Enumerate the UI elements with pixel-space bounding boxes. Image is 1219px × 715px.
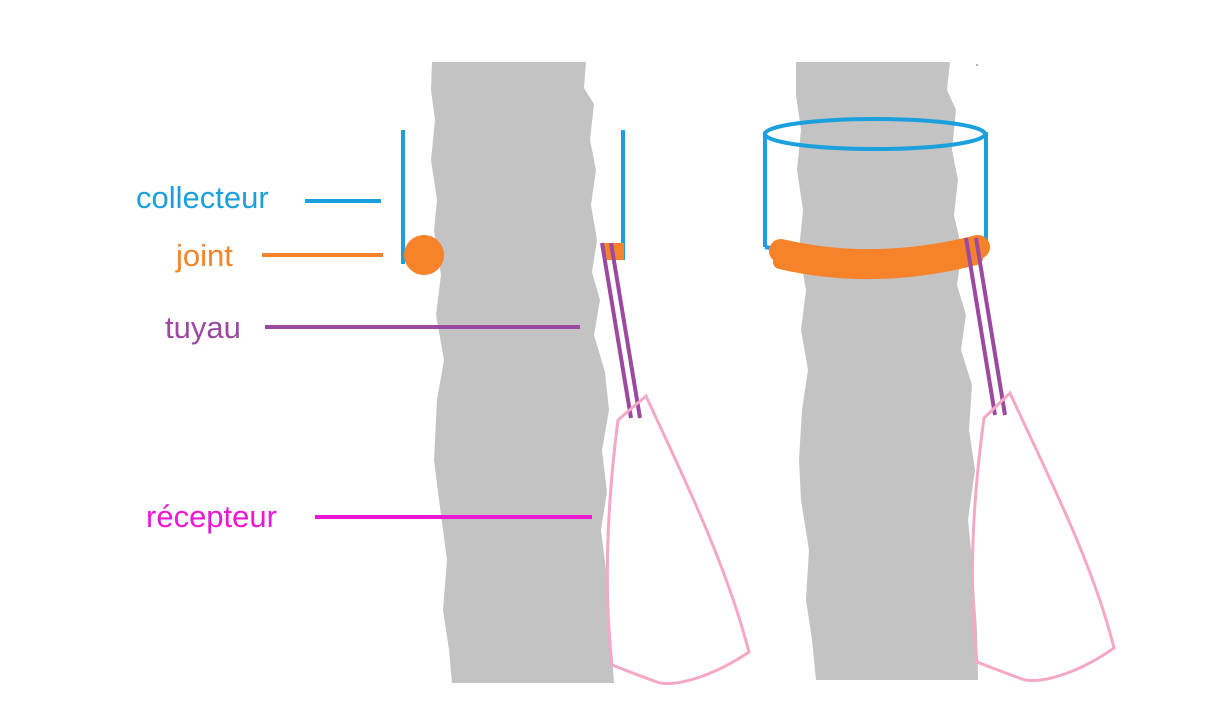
tube-line-2 [609, 242, 642, 419]
receiver-bag-right [970, 390, 1116, 682]
speck-dot [976, 64, 978, 66]
receiver-bag-left [605, 393, 751, 685]
label-joint: joint [175, 238, 233, 273]
tree-trunk-left [431, 62, 614, 683]
tube-line-1 [600, 242, 633, 419]
label-collecteur: collecteur [136, 180, 269, 215]
right-panel [763, 62, 1116, 682]
label-recepteur: récepteur [146, 499, 277, 534]
collector-cylinder-top [763, 117, 987, 151]
tube-line-3 [964, 237, 997, 416]
left-panel [401, 62, 751, 685]
seal-ring-section [404, 235, 444, 275]
label-tuyau: tuyau [165, 310, 241, 345]
seal-band-lower [773, 251, 983, 280]
labels: collecteur joint tuyau récepteur [136, 180, 592, 534]
seal-band [769, 235, 990, 274]
tube-line-4 [974, 237, 1007, 416]
tree-trunk-right [796, 62, 978, 680]
